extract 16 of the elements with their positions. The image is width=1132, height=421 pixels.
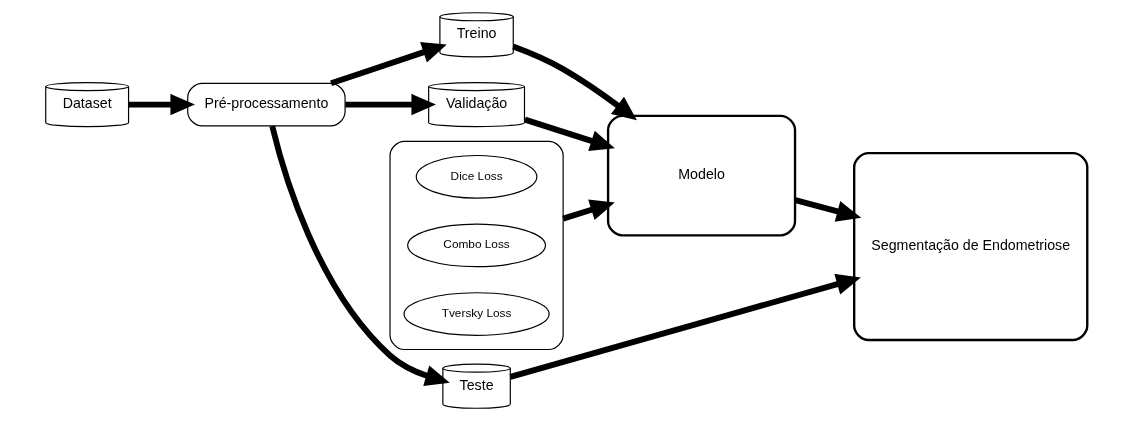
arrow [794, 197, 861, 222]
arrow [344, 93, 436, 116]
arrow [561, 199, 615, 222]
node-box: Modelo [606, 114, 796, 237]
node-ellipse: Tversky Loss [402, 292, 550, 336]
arrow [511, 43, 637, 121]
node-ellipse: Combo Loss [406, 223, 546, 268]
arrow [523, 116, 615, 152]
node-box: Pré-processamento [186, 82, 346, 127]
arrow [329, 42, 447, 87]
cluster [388, 140, 564, 351]
arrow [128, 93, 195, 116]
node-ellipse: Dice Loss [415, 154, 537, 199]
node-box: Segmentação de Endometriose [852, 151, 1088, 342]
arrow [509, 273, 861, 380]
arrow [268, 125, 450, 387]
